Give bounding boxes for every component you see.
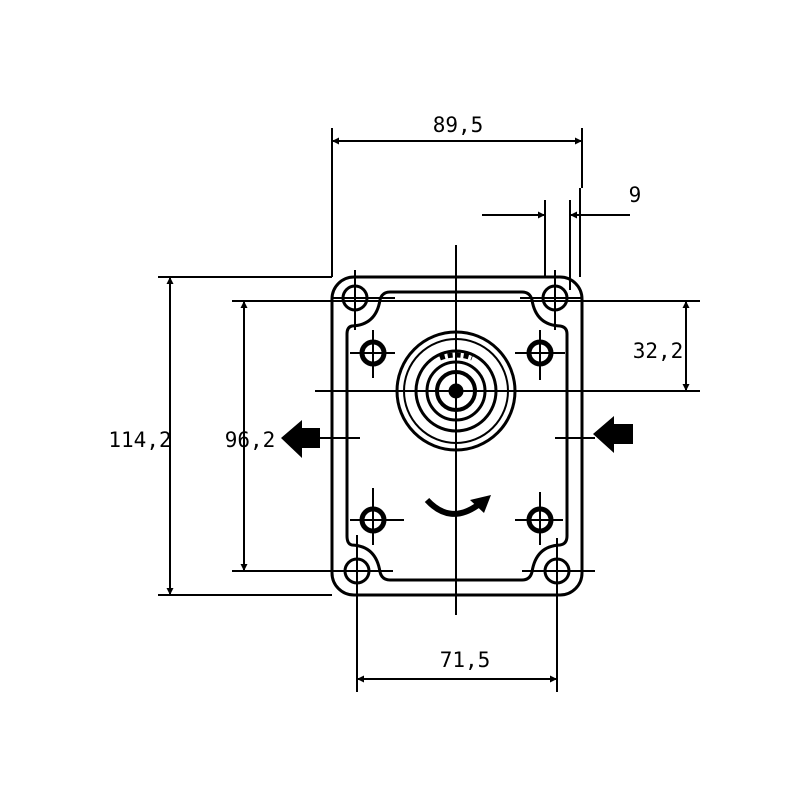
- dim-overall-width: 89,5: [433, 113, 484, 137]
- corner-mounting-holes: [320, 270, 595, 600]
- port-arrow-right-icon: [593, 416, 633, 453]
- hole-bottom-right: [522, 538, 595, 600]
- dim-shaft-offset: 32,2: [633, 339, 684, 363]
- shaft-centering: [395, 330, 517, 452]
- rotation-arrow-icon: [424, 495, 491, 517]
- dim-slot-width: 9: [629, 183, 642, 207]
- hole-bottom-left: [320, 535, 393, 600]
- port-arrow-left-icon: [281, 420, 320, 458]
- dim-hole-spacing-vertical: 96,2: [225, 428, 276, 452]
- dimension-lines: [158, 128, 700, 692]
- dim-overall-height: 114,2: [108, 428, 171, 452]
- dim-hole-spacing-horizontal: 71,5: [440, 648, 491, 672]
- threaded-holes: [350, 330, 565, 545]
